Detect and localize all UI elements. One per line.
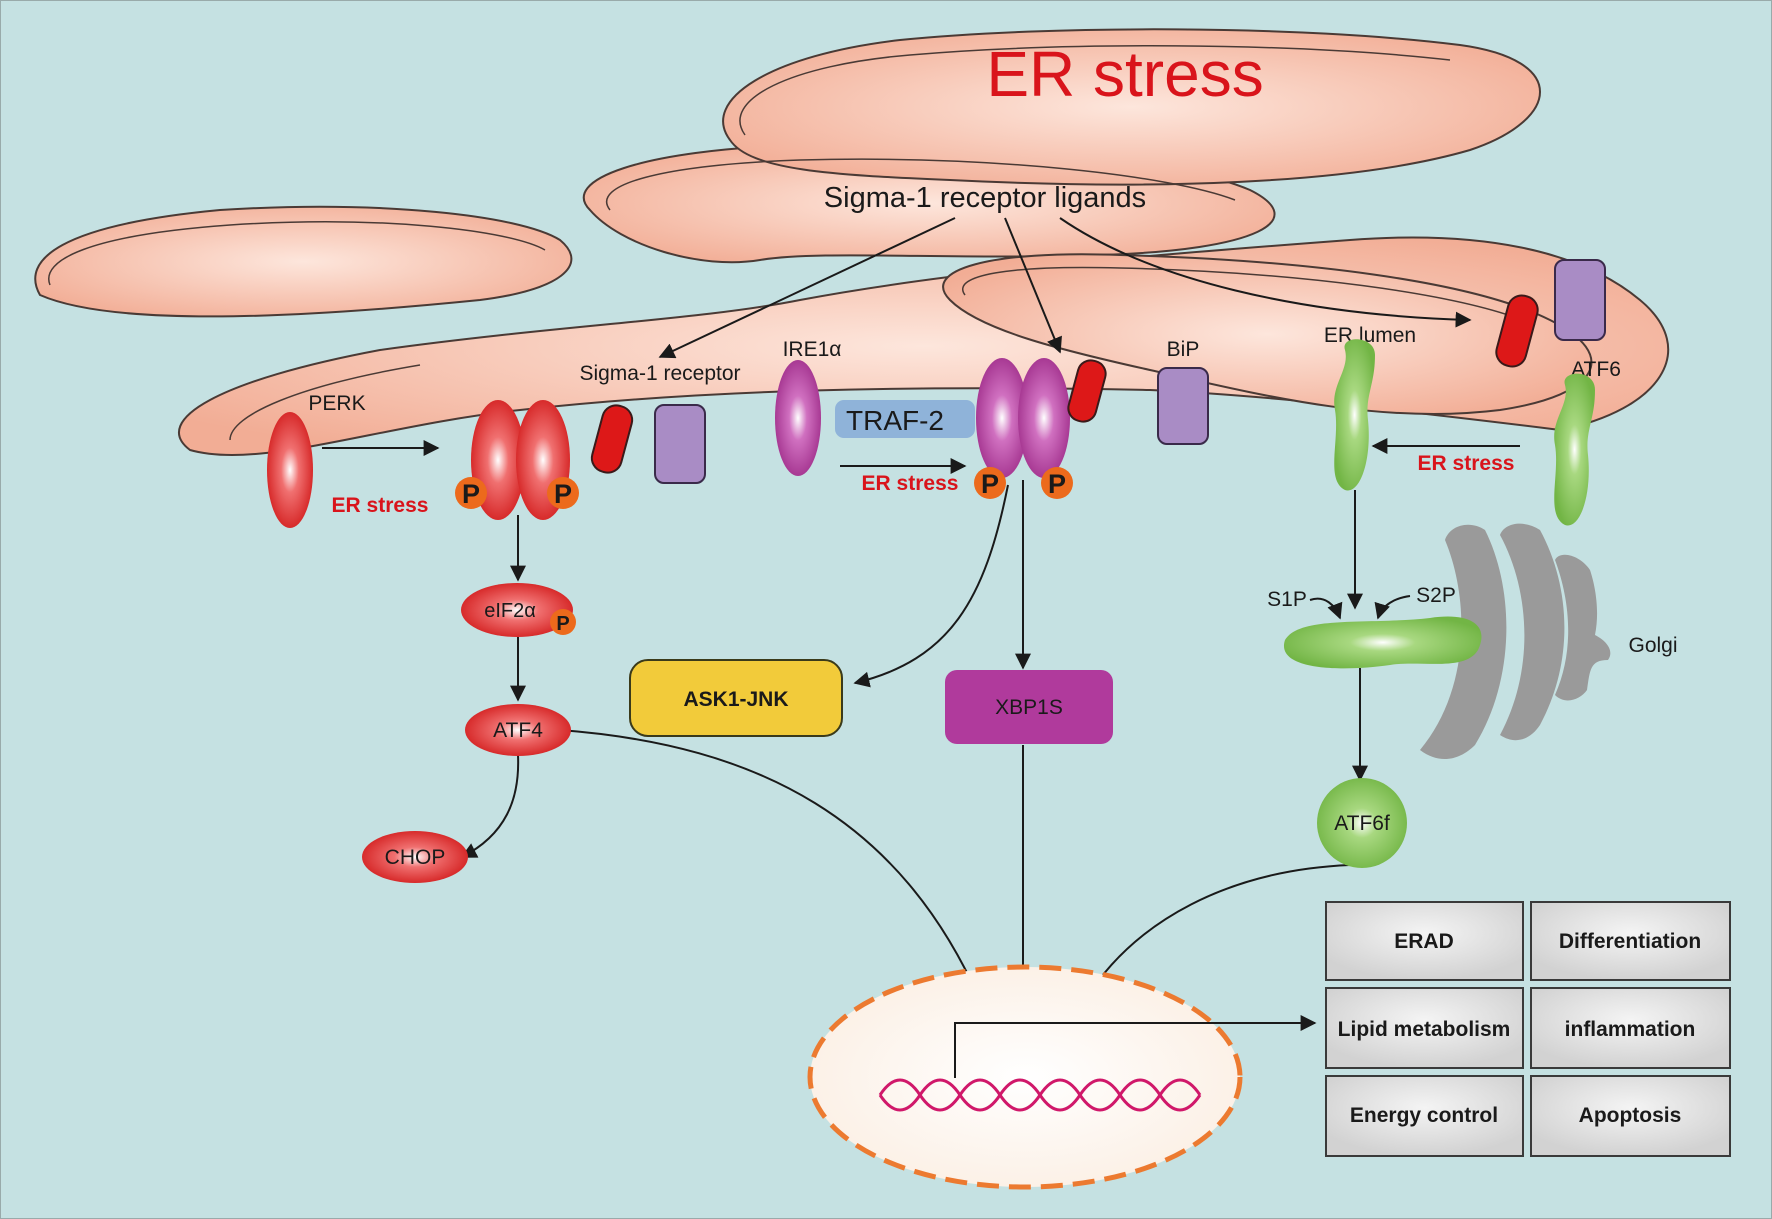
bip-label: BiP (1167, 338, 1200, 361)
ire1-er-stress-label: ER stress (862, 472, 959, 495)
atf6-right (1554, 373, 1595, 526)
phospho-ire1-right: P (1041, 467, 1073, 499)
chop-node (362, 831, 468, 883)
outcome-erad: ERAD (1394, 930, 1454, 953)
ire1-pathway-arrows (853, 480, 1031, 1002)
er-sheet-left (34, 205, 573, 318)
outcome-differentiation: Differentiation (1559, 930, 1701, 953)
atf6-cleaved (1283, 616, 1482, 669)
outcome-lipid-metabolism: Lipid metabolism (1338, 1018, 1511, 1041)
outcome-apoptosis: Apoptosis (1579, 1104, 1682, 1127)
perk-pathway-arrows (460, 515, 982, 1002)
outcome-box-energy (1325, 1075, 1524, 1157)
xbp1s-label: XBP1S (995, 696, 1063, 719)
er-inner-lines (48, 45, 1536, 441)
sigma1-label: Sigma-1 receptor (579, 362, 740, 385)
bip-protein (1157, 367, 1209, 445)
golgi-label: Golgi (1628, 634, 1677, 657)
svg-text:P: P (1048, 469, 1066, 499)
outcome-box-erad (1325, 901, 1524, 981)
s2p-label: S2P (1416, 584, 1456, 607)
outcome-box-inflammation (1530, 987, 1731, 1069)
outcome-box-differentiation (1530, 901, 1731, 981)
ire1-label: IRE1α (783, 338, 842, 361)
er-sheet-top (722, 28, 1541, 186)
traf2-label: TRAF-2 (846, 405, 944, 436)
eif2a-label: eIF2α (484, 600, 536, 622)
ire1-dimer (976, 358, 1070, 478)
atf6f-node (1317, 778, 1407, 868)
outcome-energy-control: Energy control (1350, 1104, 1498, 1127)
ask1-jnk-box (629, 659, 843, 737)
ligands-label: Sigma-1 receptor ligands (824, 182, 1146, 214)
s1p-label: S1P (1267, 588, 1307, 611)
sigma1-receptor-atf6 (1495, 294, 1539, 368)
atf6f-label: ATF6f (1334, 812, 1390, 835)
er-lumen-label: ER lumen (1324, 324, 1416, 347)
svg-text:P: P (556, 613, 569, 635)
ligand-arrows (658, 217, 1472, 359)
outcome-box-lipid (1325, 987, 1524, 1069)
dna-helix (878, 1078, 1202, 1112)
atf6-pathway-arrows (1084, 490, 1411, 1002)
phospho-ire1-left: P (974, 467, 1006, 499)
er-sheet-right (942, 253, 1593, 415)
phospho-perk-right: P (547, 477, 579, 509)
perk-er-stress-label: ER stress (332, 494, 429, 517)
outcomes-grid: ERAD Differentiation Lipid metabolism in… (1325, 901, 1731, 1157)
atf6-left (1334, 339, 1375, 491)
atf4-node (465, 704, 571, 756)
diagram-title: ER stress (986, 38, 1263, 110)
sigma1-receptor-ire1 (1067, 359, 1107, 423)
phospho-eif2a: P (550, 609, 576, 635)
xbp1s-box (945, 670, 1113, 744)
bip-protein-left (654, 404, 706, 484)
traf2-box (835, 400, 975, 438)
svg-text:P: P (462, 479, 480, 509)
sigma1-receptor (590, 404, 634, 474)
perk-label: PERK (308, 392, 365, 415)
bip-protein-atf6 (1554, 259, 1606, 341)
er-membrane (34, 28, 1670, 456)
outcome-box-apoptosis (1530, 1075, 1731, 1157)
nucleus (807, 964, 1243, 1190)
ask1-jnk-label: ASK1-JNK (683, 688, 788, 711)
transcription-arrow (954, 1015, 1317, 1078)
atf4-label: ATF4 (493, 719, 543, 742)
svg-text:P: P (981, 469, 999, 499)
perk-monomer (267, 412, 313, 528)
svg-text:P: P (554, 479, 572, 509)
eif2a-node (461, 583, 573, 637)
ire1-monomer (775, 360, 821, 476)
chop-label: CHOP (385, 846, 446, 869)
atf6-er-stress-label: ER stress (1418, 452, 1515, 475)
phospho-perk-left: P (455, 477, 487, 509)
outcome-inflammation: inflammation (1565, 1018, 1696, 1041)
